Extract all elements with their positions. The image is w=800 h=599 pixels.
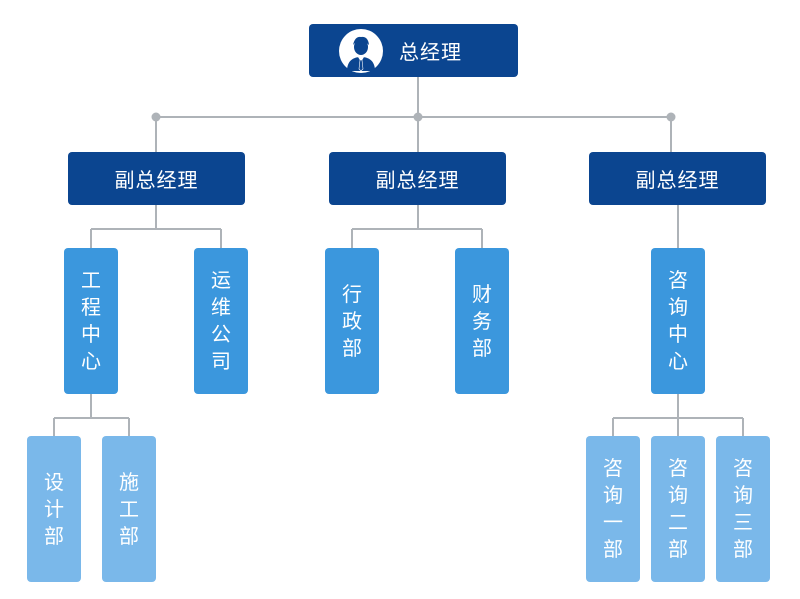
dept-label: 咨询中心 — [668, 268, 688, 373]
dept-label: 运维公司 — [211, 268, 231, 373]
deputy-manager-label: 副总经理 — [635, 168, 720, 192]
subdept-label: 咨询三部 — [733, 456, 753, 561]
dept-box-administration: 行政部 — [325, 248, 379, 394]
dept-label: 行政部 — [342, 281, 362, 360]
junction-dot-right — [666, 112, 676, 122]
subdept-label: 咨询二部 — [668, 456, 688, 561]
dept-label: 财务部 — [472, 281, 492, 360]
subdept-box-construction: 施工部 — [102, 436, 156, 582]
subdept-box-design: 设计部 — [27, 436, 81, 582]
deputy-manager-label: 副总经理 — [114, 168, 199, 192]
subdept-label: 设计部 — [44, 469, 64, 548]
subdept-label: 施工部 — [119, 469, 139, 548]
deputy-manager-box-2: 副总经理 — [329, 152, 506, 205]
general-manager-label: 总经理 — [399, 40, 462, 64]
junction-dot-left — [151, 112, 161, 122]
subdept-box-consulting-1: 咨询一部 — [586, 436, 640, 582]
subdept-box-consulting-3: 咨询三部 — [716, 436, 770, 582]
dept-box-operations-company: 运维公司 — [194, 248, 248, 394]
general-manager-box: 总经理 — [309, 24, 518, 77]
dept-box-finance: 财务部 — [455, 248, 509, 394]
person-icon — [339, 28, 383, 73]
deputy-manager-box-3: 副总经理 — [589, 152, 766, 205]
dept-box-engineering-center: 工程中心 — [64, 248, 118, 394]
dept-box-consulting-center: 咨询中心 — [651, 248, 705, 394]
junction-dot-center — [413, 112, 423, 122]
subdept-label: 咨询一部 — [603, 456, 623, 561]
subdept-box-consulting-2: 咨询二部 — [651, 436, 705, 582]
deputy-manager-label: 副总经理 — [375, 168, 460, 192]
dept-label: 工程中心 — [81, 268, 101, 373]
deputy-manager-box-1: 副总经理 — [68, 152, 245, 205]
